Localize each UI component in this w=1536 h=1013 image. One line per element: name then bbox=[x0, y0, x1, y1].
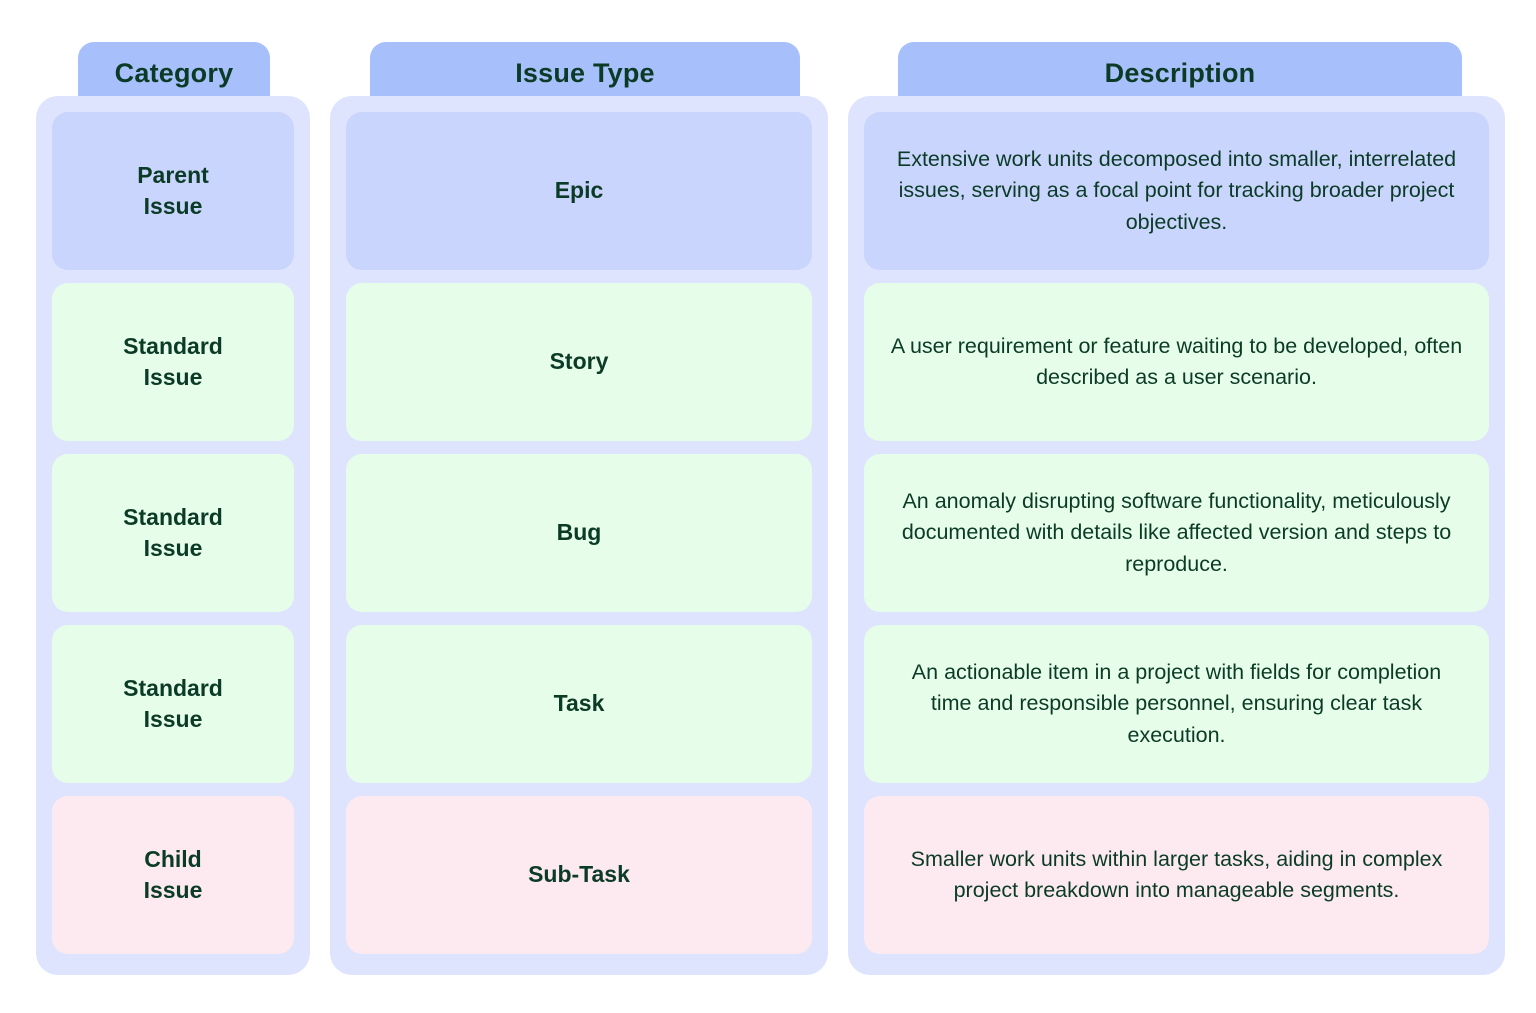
column-body-issue-type: Epic Story Bug Task Sub-Task bbox=[330, 96, 828, 975]
column-header-category-label: Category bbox=[114, 57, 234, 88]
cell-issue-type-bug: Bug bbox=[346, 454, 812, 612]
cell-issue-type-story-label: Story bbox=[549, 348, 609, 375]
cell-category-task-label: Standard Issue bbox=[123, 674, 223, 732]
cell-issue-type-sub-task-label: Sub-Task bbox=[528, 861, 630, 888]
column-header-description-label: Description bbox=[1104, 57, 1256, 88]
cell-description-bug-text: An anomaly disrupting software functiona… bbox=[901, 489, 1452, 576]
cell-category-parent-issue: Parent Issue bbox=[52, 112, 294, 270]
cell-description-sub-task: Smaller work units within larger tasks, … bbox=[864, 796, 1489, 954]
cell-issue-type-epic: Epic bbox=[346, 112, 812, 270]
column-header-issue-type-label: Issue Type bbox=[515, 57, 655, 88]
cell-description-epic-text: Extensive work units decomposed into sma… bbox=[896, 147, 1457, 234]
cell-category-parent-issue-label: Parent Issue bbox=[137, 161, 209, 219]
cell-issue-type-epic-label: Epic bbox=[554, 177, 604, 204]
cell-issue-type-sub-task: Sub-Task bbox=[346, 796, 812, 954]
cell-category-sub-task: Child Issue bbox=[52, 796, 294, 954]
cell-category-task: Standard Issue bbox=[52, 625, 294, 783]
cell-issue-type-bug-label: Bug bbox=[556, 519, 602, 546]
column-header-issue-type: Issue Type bbox=[370, 42, 800, 104]
cell-category-sub-task-label: Child Issue bbox=[143, 845, 203, 903]
cell-issue-type-task-label: Task bbox=[553, 690, 605, 717]
cell-description-bug: An anomaly disrupting software functiona… bbox=[864, 454, 1489, 612]
cell-category-bug-label: Standard Issue bbox=[123, 503, 223, 561]
column-header-description: Description bbox=[898, 42, 1462, 104]
column-body-category: Parent Issue Standard Issue Standard Iss… bbox=[36, 96, 310, 975]
cell-category-story: Standard Issue bbox=[52, 283, 294, 441]
cell-category-bug: Standard Issue bbox=[52, 454, 294, 612]
cell-issue-type-task: Task bbox=[346, 625, 812, 783]
cell-description-task-text: An actionable item in a project with fie… bbox=[911, 660, 1442, 747]
column-body-description: Extensive work units decomposed into sma… bbox=[848, 96, 1505, 975]
cell-description-story: A user requirement or feature waiting to… bbox=[864, 283, 1489, 441]
cell-issue-type-story: Story bbox=[346, 283, 812, 441]
cell-category-story-label: Standard Issue bbox=[123, 332, 223, 390]
cell-description-story-text: A user requirement or feature waiting to… bbox=[890, 333, 1463, 389]
cell-description-sub-task-text: Smaller work units within larger tasks, … bbox=[910, 846, 1443, 902]
column-header-category: Category bbox=[78, 42, 270, 104]
cell-description-epic: Extensive work units decomposed into sma… bbox=[864, 112, 1489, 270]
cell-description-task: An actionable item in a project with fie… bbox=[864, 625, 1489, 783]
